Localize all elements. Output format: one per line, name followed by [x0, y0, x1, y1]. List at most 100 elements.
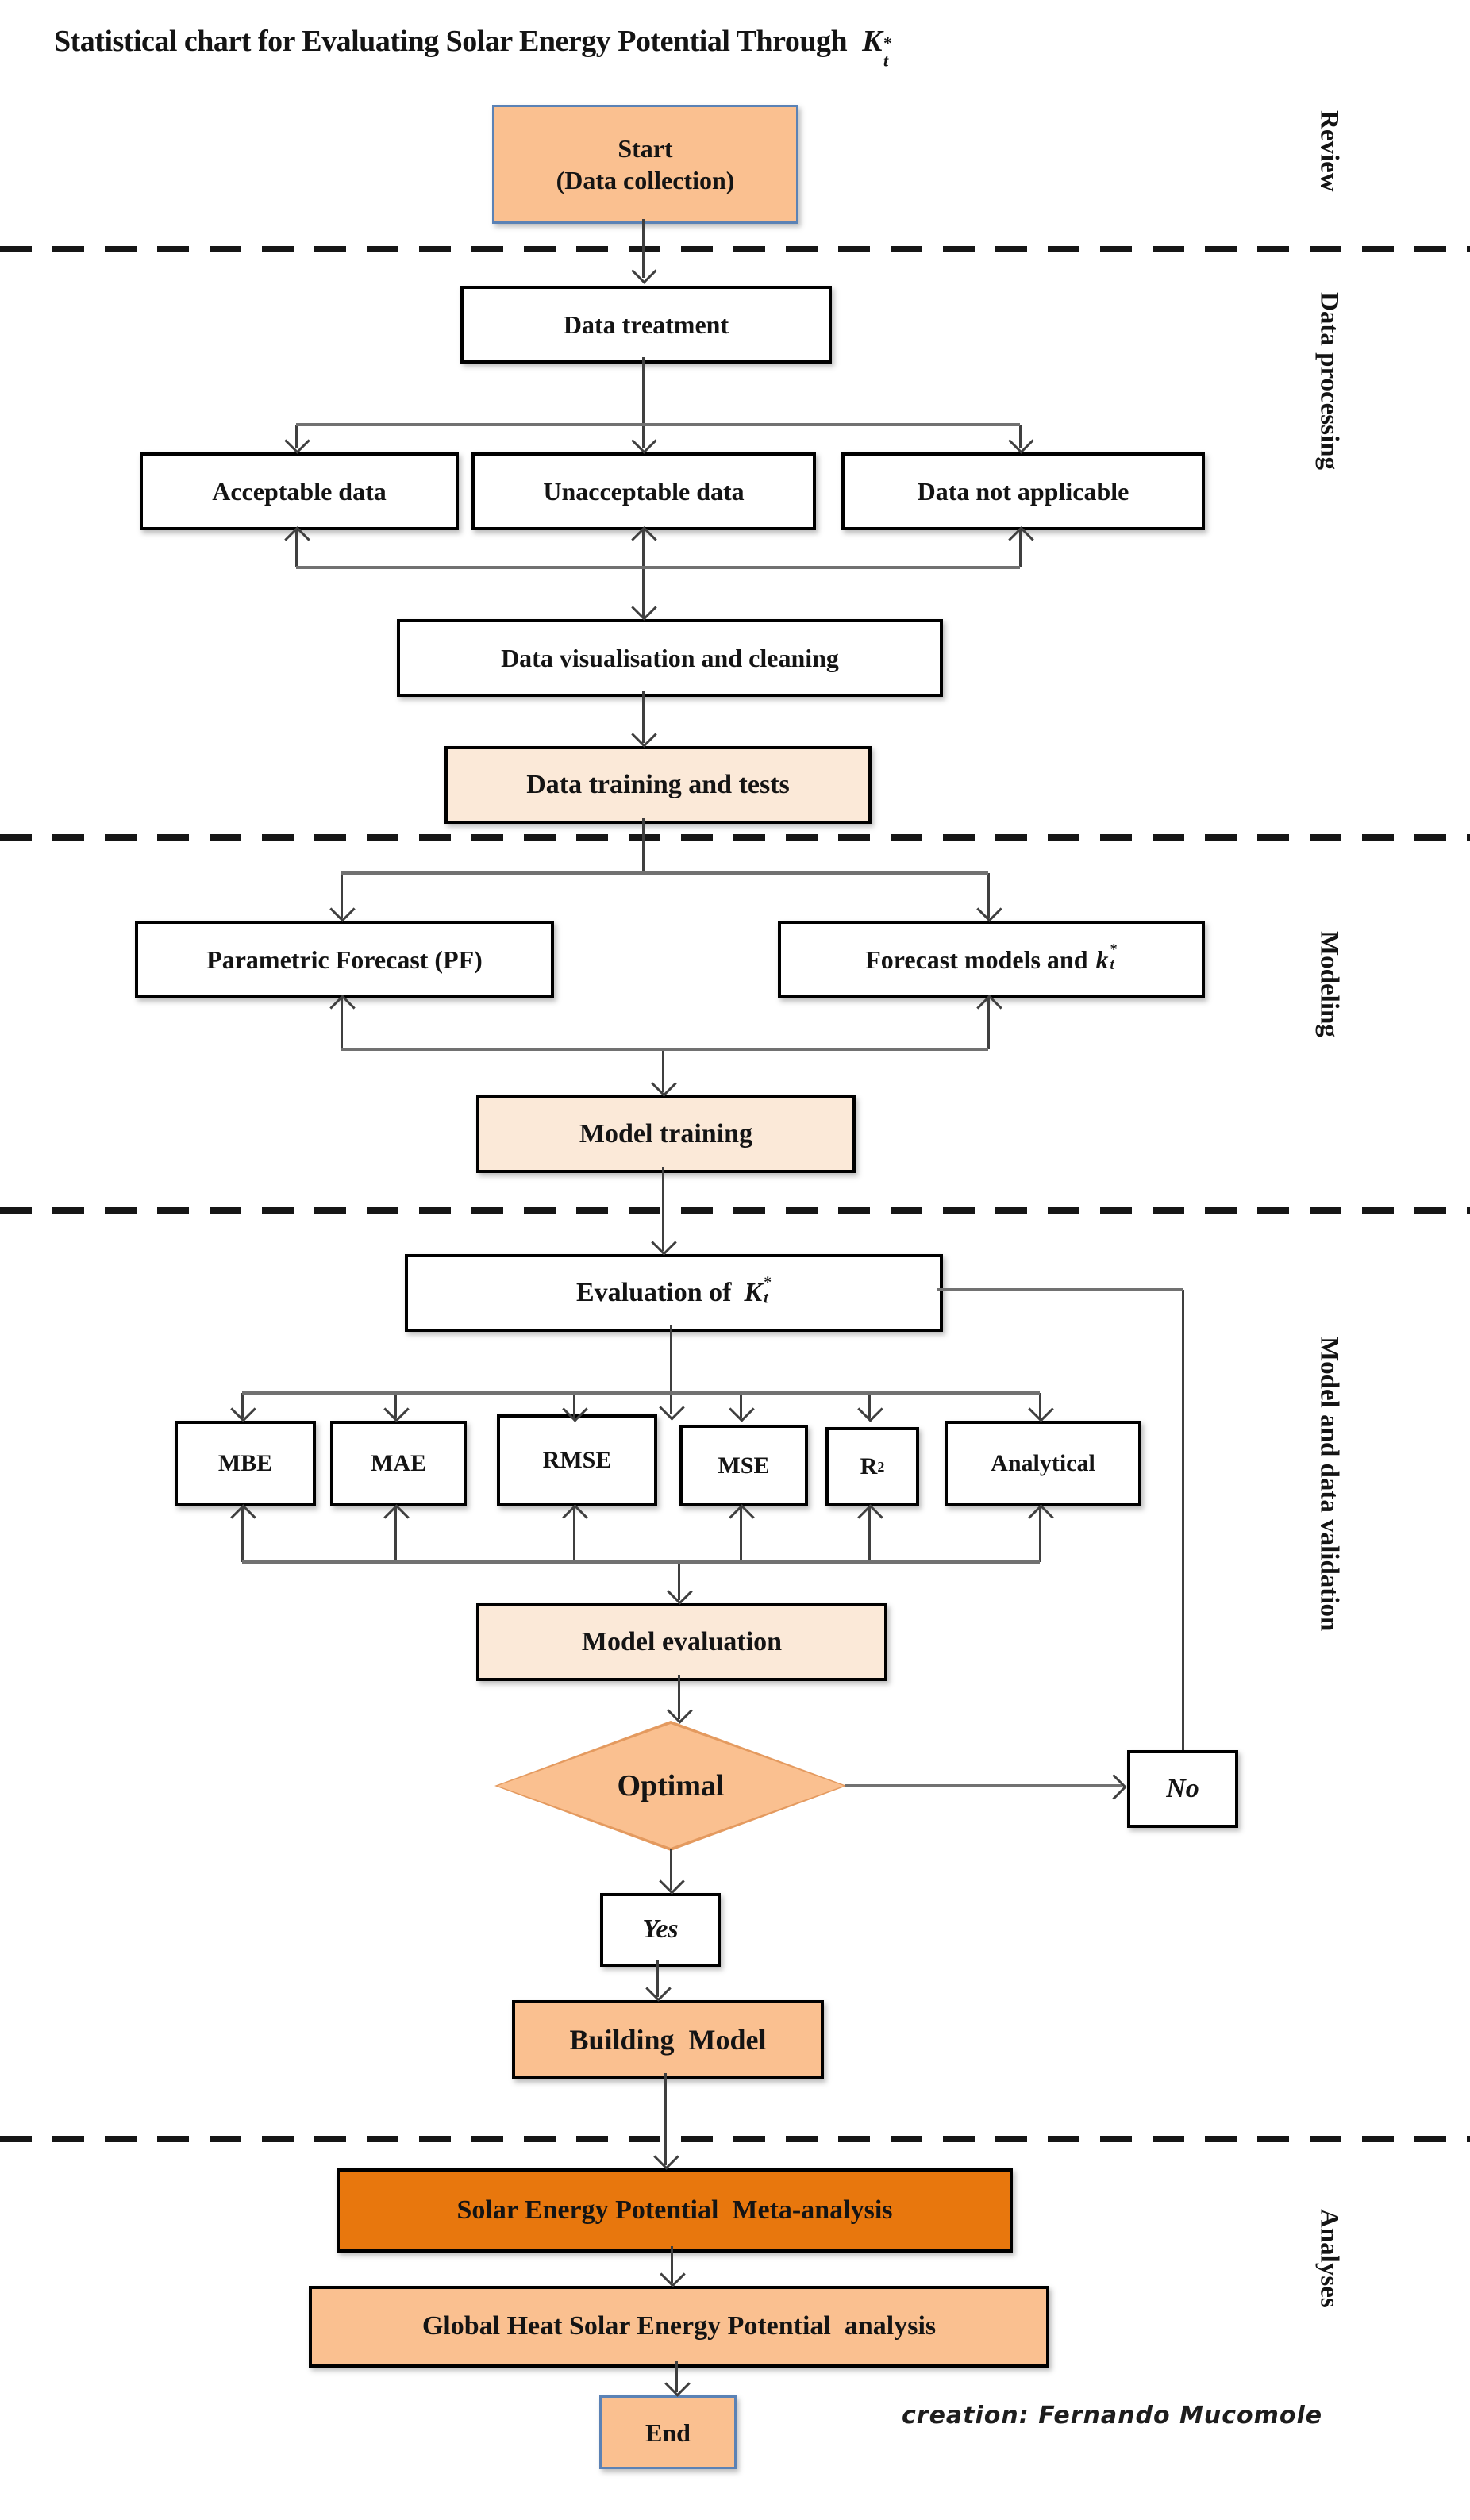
section-label-data-processing: Data processing	[1314, 292, 1344, 470]
arrowhead-down	[857, 1396, 883, 1422]
node-acceptable-data: Acceptable data	[140, 452, 459, 530]
node-parametric-forecast: Parametric Forecast (PF)	[135, 921, 554, 998]
section-label-analyses: Analyses	[1314, 2208, 1344, 2308]
node-metric-mbe: MBE	[175, 1421, 316, 1506]
arrowhead-down	[976, 896, 1002, 922]
arrowhead-up	[230, 1504, 256, 1530]
page-title: Statistical chart for Evaluating Solar E…	[54, 24, 892, 71]
flow-line	[662, 1049, 664, 1092]
flow-line	[341, 873, 343, 918]
flow-line	[1039, 1393, 1041, 1418]
arrowhead-down	[653, 2144, 679, 2170]
node-unacceptable-data: Unacceptable data	[471, 452, 816, 530]
arrowhead-down	[667, 1698, 693, 1724]
flow-line	[1039, 1506, 1041, 1562]
flow-line	[295, 425, 298, 448]
flow-line	[341, 871, 988, 875]
credit-text: creation: Fernando Mucomole	[902, 2402, 1323, 2430]
node-start: Start (Data collection)	[492, 105, 798, 224]
arrowhead-down	[329, 896, 356, 922]
flow-line	[573, 1506, 575, 1562]
flow-line	[845, 1784, 1122, 1787]
node-model-training: Model training	[476, 1095, 856, 1173]
section-label-review: Review	[1314, 110, 1344, 192]
flow-line	[868, 1506, 871, 1562]
flow-line	[296, 566, 1020, 569]
arrowhead-down	[645, 1976, 672, 2002]
flow-line	[642, 530, 645, 617]
flow-line	[740, 1393, 742, 1418]
node-data-training-tests: Data training and tests	[444, 746, 872, 824]
node-metric-rmse: RMSE	[497, 1414, 657, 1506]
flow-line	[656, 1960, 659, 1997]
node-building-model: Building Model	[512, 2000, 824, 2079]
flow-line	[642, 357, 645, 448]
node-no: No	[1127, 1750, 1238, 1828]
flow-line	[642, 691, 645, 743]
flow-line	[987, 997, 990, 1049]
flow-line	[1019, 425, 1022, 448]
flow-line	[937, 1288, 1183, 1291]
arrowhead-down	[631, 428, 657, 454]
arrowhead-up	[857, 1504, 883, 1530]
flow-line	[394, 1506, 397, 1562]
node-metric-mse: MSE	[679, 1425, 808, 1506]
flow-line	[675, 2361, 678, 2392]
arrowhead-up	[976, 995, 1002, 1021]
node-metric-mae: MAE	[330, 1421, 467, 1506]
arrowhead-down	[1028, 1396, 1054, 1422]
arrowhead-up	[631, 526, 657, 552]
arrowhead-up	[383, 1504, 410, 1530]
section-label-model-data-validation: Model and data validation	[1314, 1337, 1344, 1632]
page-title-text: Statistical chart for Evaluating Solar E…	[54, 25, 848, 58]
flow-line	[295, 530, 298, 567]
flow-line	[241, 1393, 244, 1418]
flow-line	[642, 818, 645, 873]
flow-line	[241, 1506, 244, 1562]
decision-optimal: Optimal	[617, 1769, 725, 1802]
arrowhead-right	[1101, 1774, 1127, 1800]
arrowhead-down	[284, 428, 310, 454]
flow-line	[987, 873, 990, 918]
flow-line	[868, 1393, 871, 1418]
flow-line	[678, 1562, 680, 1600]
section-divider-2	[0, 834, 1470, 841]
arrowhead-down	[631, 594, 657, 621]
flow-line	[642, 219, 645, 278]
node-meta-analysis: Solar Energy Potential Meta-analysis	[337, 2168, 1013, 2253]
arrowhead-up	[729, 1504, 755, 1530]
arrowhead-up	[1028, 1504, 1054, 1530]
flow-line	[341, 997, 343, 1049]
flow-line	[1019, 530, 1022, 567]
arrowhead-up	[562, 1504, 588, 1530]
arrowhead-up	[1008, 526, 1034, 552]
flow-line	[296, 423, 1020, 426]
title-math-base: K	[862, 25, 882, 58]
node-evaluation-kt: Evaluation of K*t	[405, 1254, 943, 1332]
flow-line	[664, 2073, 667, 2165]
flow-line	[1182, 1290, 1184, 1750]
arrowhead-down	[664, 2371, 691, 2397]
flow-line	[740, 1506, 742, 1562]
arrowhead-down	[631, 258, 657, 284]
arrowhead-down	[660, 2261, 686, 2287]
flow-line	[671, 2246, 673, 2283]
arrowhead-down	[651, 1229, 677, 1256]
section-divider-4	[0, 2136, 1470, 2142]
node-global-heat-analysis: Global Heat Solar Energy Potential analy…	[309, 2286, 1049, 2368]
arrowhead-down	[659, 1868, 685, 1895]
flow-line	[341, 1048, 988, 1051]
node-forecast-models: Forecast models and k*t	[778, 921, 1205, 998]
arrowhead-down	[667, 1579, 693, 1605]
arrowhead-up	[284, 526, 310, 552]
flow-line	[662, 1167, 664, 1251]
node-model-evaluation: Model evaluation	[476, 1603, 887, 1681]
flow-line	[670, 1849, 672, 1890]
flow-line	[242, 1560, 1040, 1564]
node-data-visualisation: Data visualisation and cleaning	[397, 619, 943, 697]
node-metric-analytical: Analytical	[945, 1421, 1141, 1506]
arrowhead-up	[329, 995, 356, 1021]
flow-line	[573, 1393, 575, 1418]
